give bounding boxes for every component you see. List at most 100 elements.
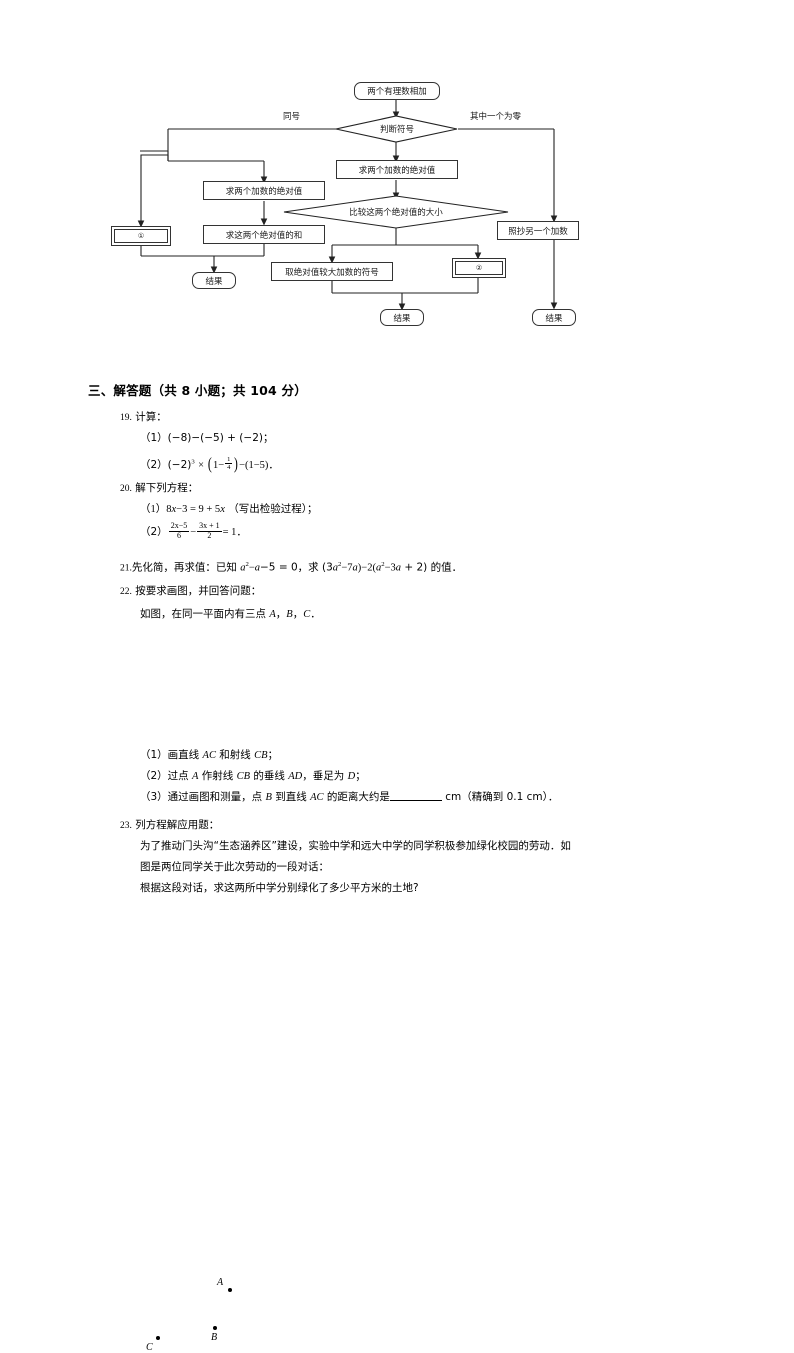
q21-t4: −7: [341, 562, 353, 574]
q22-point-b-ref: B: [286, 609, 293, 620]
question-19-number: 19.: [120, 413, 132, 423]
q20-p1-x1: x: [171, 504, 177, 515]
flowchart-connectors: [137, 100, 558, 311]
result-3-label: 结果: [545, 313, 563, 324]
question-22-points-figure: A B C: [120, 636, 320, 1353]
result-1-label: 结果: [205, 276, 223, 287]
question-23-stem-text: 列方程解应用题：: [135, 819, 220, 831]
flowchart-start-node: 两个有理数相加: [354, 82, 440, 100]
question-23-number: 23.: [120, 821, 132, 831]
q22-s3-b: 到直线: [271, 791, 311, 803]
question-23-line-2: 图是两位同学关于此次劳动的一段对话：: [140, 861, 329, 873]
q21-t7: + 2) 的值．: [400, 561, 463, 574]
q22-s3-c: 的距离大约是: [323, 791, 390, 803]
flowchart-edge-label-one-zero: 其中一个为零: [470, 112, 522, 122]
question-20-stem: 20. 解下列方程：: [120, 481, 198, 497]
q22-comma-1: ，: [275, 608, 287, 620]
question-22-part-2: （2）过点 A 作射线 CB 的垂线 AD，垂足为 D；: [140, 769, 366, 785]
q20-p2-f2-den: 2: [197, 530, 222, 541]
q20-p1-b: −3 = 9 + 5: [176, 504, 221, 515]
q21-t1: 先化简，再求值：已知: [131, 561, 241, 574]
q20-p1-c: （写出检验过程）；: [228, 503, 318, 515]
q22-s1-b: 和射线: [215, 749, 255, 761]
abs-middle-label: 求两个加数的绝对值: [358, 165, 436, 176]
question-22-intro: 如图，在同一平面内有三点 A，B，C．: [140, 607, 321, 623]
answer-blank-line[interactable]: [389, 791, 442, 801]
q22-s2-a: （2）过点: [140, 770, 193, 782]
blank-box-1-label: ①: [114, 229, 168, 243]
q22-comma-2: ，: [292, 608, 304, 620]
question-22-part-1: （1）画直线 AC 和射线 CB；: [140, 748, 278, 764]
sum-of-abs-label: 求这两个绝对值的和: [225, 230, 303, 241]
question-23-stem: 23. 列方程解应用题：: [120, 818, 219, 834]
flowchart-node-abs-middle: 求两个加数的绝对值: [336, 160, 458, 179]
flowchart-blank-box-1: ①: [111, 226, 171, 246]
q22-s2-m1: A: [192, 771, 199, 782]
sign-of-bigger-label: 取绝对值较大加数的符号: [285, 267, 379, 278]
q20-p2-f1-num: 2x−5: [170, 521, 188, 530]
q21-m1: a: [240, 562, 246, 574]
flowchart-blank-box-2: ②: [452, 258, 506, 278]
copy-other-addend-label: 照抄另一个加数: [508, 226, 568, 237]
question-22-stem-text: 按要求画图，并回答问题：: [135, 585, 262, 597]
q19-p2-inner: 1−: [213, 459, 225, 471]
q21-m4: a: [352, 562, 358, 574]
q22-point-c-ref: C: [303, 609, 311, 620]
question-21-number: 21.: [120, 563, 132, 574]
q21-m5-exp: 2: [381, 561, 385, 568]
q21-m3-exp: 2: [338, 561, 342, 568]
result-2-label: 结果: [393, 313, 411, 324]
q22-s1-m2: CB: [254, 750, 268, 761]
point-dot-a: [228, 1288, 232, 1292]
q20-p1-x2: x: [220, 504, 225, 515]
q21-m1-exp: 2: [245, 561, 249, 568]
q22-s2-d: ，垂足为: [302, 770, 348, 782]
point-label-c: C: [146, 1342, 153, 1353]
q19-p2-exponent: 3: [191, 458, 195, 466]
point-label-a: A: [217, 1277, 224, 1288]
decision-judge-sign-shape: [335, 115, 458, 143]
q21-t6: −3: [384, 562, 396, 574]
q22-intro-end: ．: [310, 608, 321, 620]
flowchart-node-sum-of-abs: 求这两个绝对值的和: [203, 225, 325, 244]
question-22-number: 22.: [120, 587, 132, 597]
q22-s2-b: 作射线: [198, 770, 237, 782]
flowchart-node-sign-of-bigger: 取绝对值较大加数的符号: [271, 262, 393, 281]
q21-m2: a: [254, 562, 260, 574]
question-20-stem-text: 解下列方程：: [135, 482, 199, 494]
q22-intro-a: 如图，在同一平面内有三点: [140, 608, 270, 620]
flowchart-decision-judge-sign: 判断符号: [336, 120, 458, 138]
question-23-line-1: 为了推动门头沟“生态涵养区”建设，实验中学和远大中学的同学积极参加绿化校园的劳动…: [140, 840, 571, 852]
flowchart-decision-compare-abs: 比较这两个绝对值的大小: [310, 203, 482, 221]
q21-t2: −: [248, 562, 255, 574]
question-20-number: 20.: [120, 484, 132, 494]
flowchart-result-node-3: 结果: [532, 309, 576, 326]
question-21: 21.先化简，再求值：已知 a2−a−5 = 0，求 (3a2−7a)−2(a2…: [120, 560, 462, 576]
q22-s1-a: （1）画直线: [140, 749, 203, 761]
q22-s3-m2: AC: [310, 792, 324, 803]
question-22-part-3: （3）通过画图和测量，点 B 到直线 AC 的距离大约是 cm（精确到 0.1 …: [140, 790, 558, 806]
q22-point-a-ref: A: [269, 609, 276, 620]
decision-compare-abs-shape: [283, 195, 509, 229]
question-19-stem-text: 计算：: [135, 411, 167, 423]
q19-p2-frac-den: 4: [225, 463, 233, 472]
q21-m3: a: [332, 562, 338, 574]
q22-s1-c: ；: [267, 749, 279, 761]
question-19-stem: 19. 计算：: [120, 410, 167, 426]
question-20-part-1: （1）8x−3 = 9 + 5x （写出检验过程）；: [140, 502, 317, 518]
q21-m6: a: [395, 562, 401, 574]
flowchart-result-node-2: 结果: [380, 309, 424, 326]
q20-p2-minus: −: [190, 527, 197, 539]
q22-s2-m2: CB: [236, 771, 251, 782]
q22-s3-a: （3）通过画图和测量，点: [140, 791, 266, 803]
q21-m5: a: [375, 562, 382, 574]
q22-s1-m1: AC: [202, 750, 216, 761]
q22-s2-e: ；: [355, 770, 366, 782]
point-dot-b: [213, 1326, 217, 1330]
flowchart-diagram: 两个有理数相加 判断符号 同号 其中一个为零 求两个加数的绝对值 求两个加数的绝…: [0, 0, 794, 350]
